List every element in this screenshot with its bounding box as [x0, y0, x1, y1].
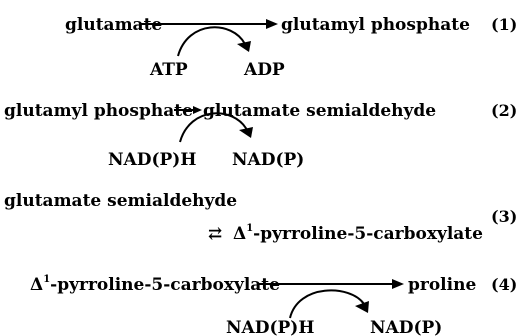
reaction-1-product: glutamyl phosphate	[281, 15, 470, 35]
reaction-3-product-suffix: -pyrroline-5-carboxylate	[253, 224, 483, 244]
reaction-2-product: glutamate semialdehyde	[203, 101, 436, 121]
reaction-4-arrow-head	[392, 279, 404, 289]
reaction-2-arrow-head	[193, 106, 202, 114]
reaction-1: glutamate glutamyl phosphate (1) ATP ADP	[65, 15, 517, 80]
reaction-2-cofactor-curve	[179, 112, 248, 143]
reaction-4-substrate-suffix: -pyrroline-5-carboxylate	[50, 275, 280, 295]
reaction-3: glutamate semialdehyde ⇄ Δ1-pyrroline-5-…	[4, 191, 517, 244]
reaction-1-cofactor-curve	[177, 26, 246, 57]
reaction-3-product: Δ1-pyrroline-5-carboxylate	[233, 223, 483, 244]
reaction-4-number: (4)	[491, 275, 517, 294]
reaction-4-cofactor-head	[355, 301, 369, 313]
reaction-4-substrate-superscript: 1	[43, 274, 50, 285]
reaction-4-cofactor-curve	[289, 289, 365, 319]
reaction-3-number: (3)	[491, 207, 517, 226]
reaction-4-substrate-prefix: Δ	[30, 275, 43, 295]
reaction-1-number: (1)	[491, 15, 517, 34]
reaction-2-number: (2)	[491, 101, 517, 120]
reaction-2-cofactor-in: NAD(P)H	[108, 150, 196, 170]
reaction-3-substrate: glutamate semialdehyde	[4, 191, 237, 211]
reaction-4-substrate: Δ1-pyrroline-5-carboxylate	[30, 274, 280, 295]
reaction-4-cofactor-out: NAD(P)	[370, 318, 442, 336]
reaction-3-product-prefix: Δ	[233, 224, 246, 244]
reaction-1-cofactor-out: ADP	[243, 60, 285, 80]
reaction-1-cofactor-in: ATP	[149, 60, 188, 80]
reaction-2-cofactor-out: NAD(P)	[232, 150, 304, 170]
reaction-4: Δ1-pyrroline-5-carboxylate proline (4) N…	[30, 274, 517, 336]
reaction-3-equilibrium-symbol: ⇄	[208, 224, 222, 244]
reaction-2-cofactor-head	[239, 127, 253, 138]
reaction-3-product-superscript: 1	[246, 223, 253, 234]
reaction-2: glutamyl phosphate glutamate semialdehyd…	[4, 101, 517, 170]
reaction-4-cofactor-in: NAD(P)H	[226, 318, 314, 336]
reaction-4-product: proline	[408, 275, 476, 295]
reaction-1-arrow-head	[266, 19, 278, 29]
reaction-1-substrate: glutamate	[65, 15, 162, 35]
reaction-1-cofactor-head	[237, 41, 251, 52]
reaction-2-substrate: glutamyl phosphate	[4, 101, 193, 121]
